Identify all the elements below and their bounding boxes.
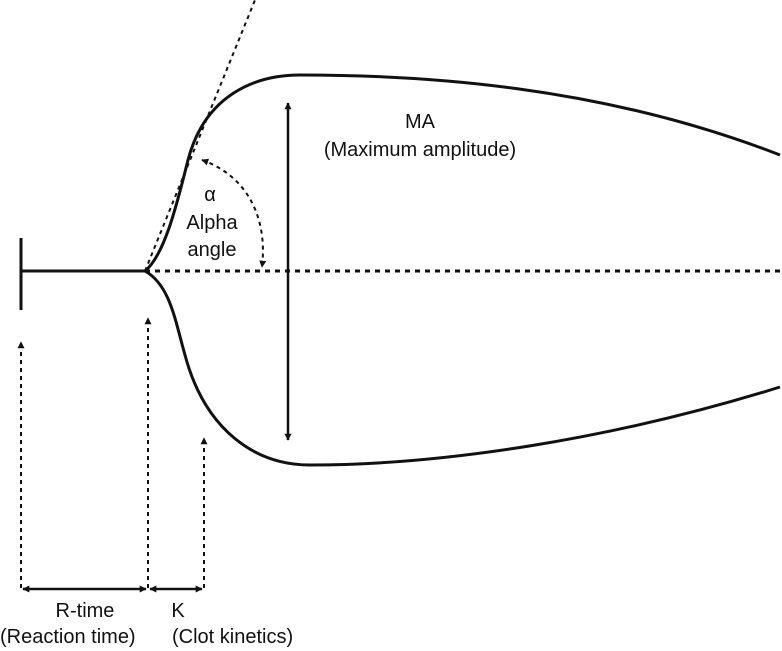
k-full-label: (Clot kinetics) [172, 626, 294, 648]
ma-full-label: (Maximum amplitude) [323, 139, 517, 161]
alpha-label-line1: Alpha [186, 212, 238, 234]
alpha-tangent-line [144, 0, 256, 272]
alpha-symbol: α [204, 184, 216, 206]
lower-trace [144, 269, 781, 467]
r-time-label: R-time [55, 600, 115, 622]
alpha-label-line2: angle [187, 239, 237, 261]
ma-label: MA [405, 111, 435, 133]
alpha-arc-arrow [201, 158, 267, 268]
upper-trace [144, 73, 781, 273]
k-label: K [171, 600, 185, 622]
r-time-full-label: (Reaction time) [0, 626, 136, 648]
